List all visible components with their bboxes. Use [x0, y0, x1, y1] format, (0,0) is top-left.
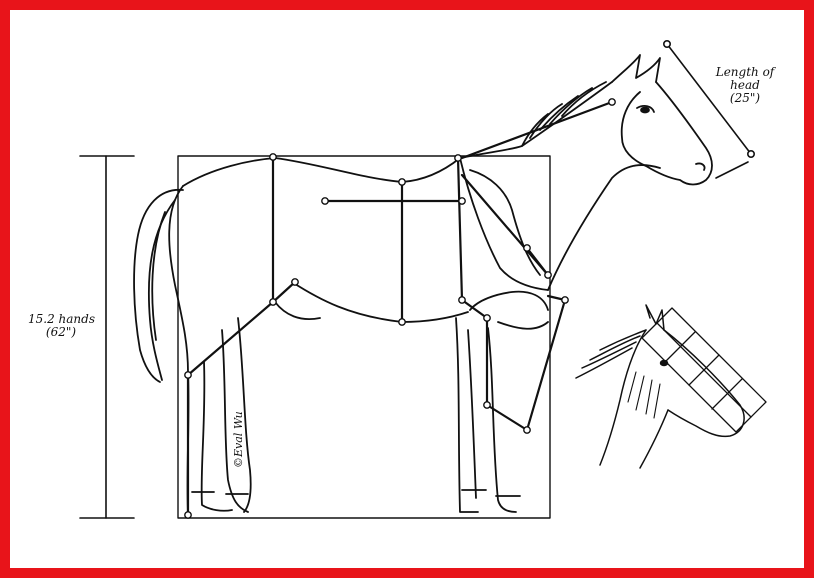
height-value: 15.2 hands: [28, 312, 95, 326]
head-study-sketch: [575, 304, 767, 469]
head-length-line2: head: [730, 78, 760, 92]
proportion-square: [177, 155, 551, 519]
joint-markers: [184, 98, 616, 519]
height-measure-line: [79, 155, 135, 519]
head-length-label: Length of head (25"): [700, 66, 790, 105]
horse-body-outline: [133, 54, 713, 516]
head-length-inches: (25"): [729, 91, 761, 105]
height-label: 15.2 hands (62"): [28, 312, 95, 339]
head-length-line1: Length of: [715, 65, 775, 79]
head-length-measure-line: [662, 39, 755, 179]
head-study-grid: [641, 307, 767, 433]
proportion-lines: [186, 100, 614, 517]
artist-signature: ©Eval Wu: [232, 411, 245, 468]
height-inches: (62"): [45, 325, 77, 339]
